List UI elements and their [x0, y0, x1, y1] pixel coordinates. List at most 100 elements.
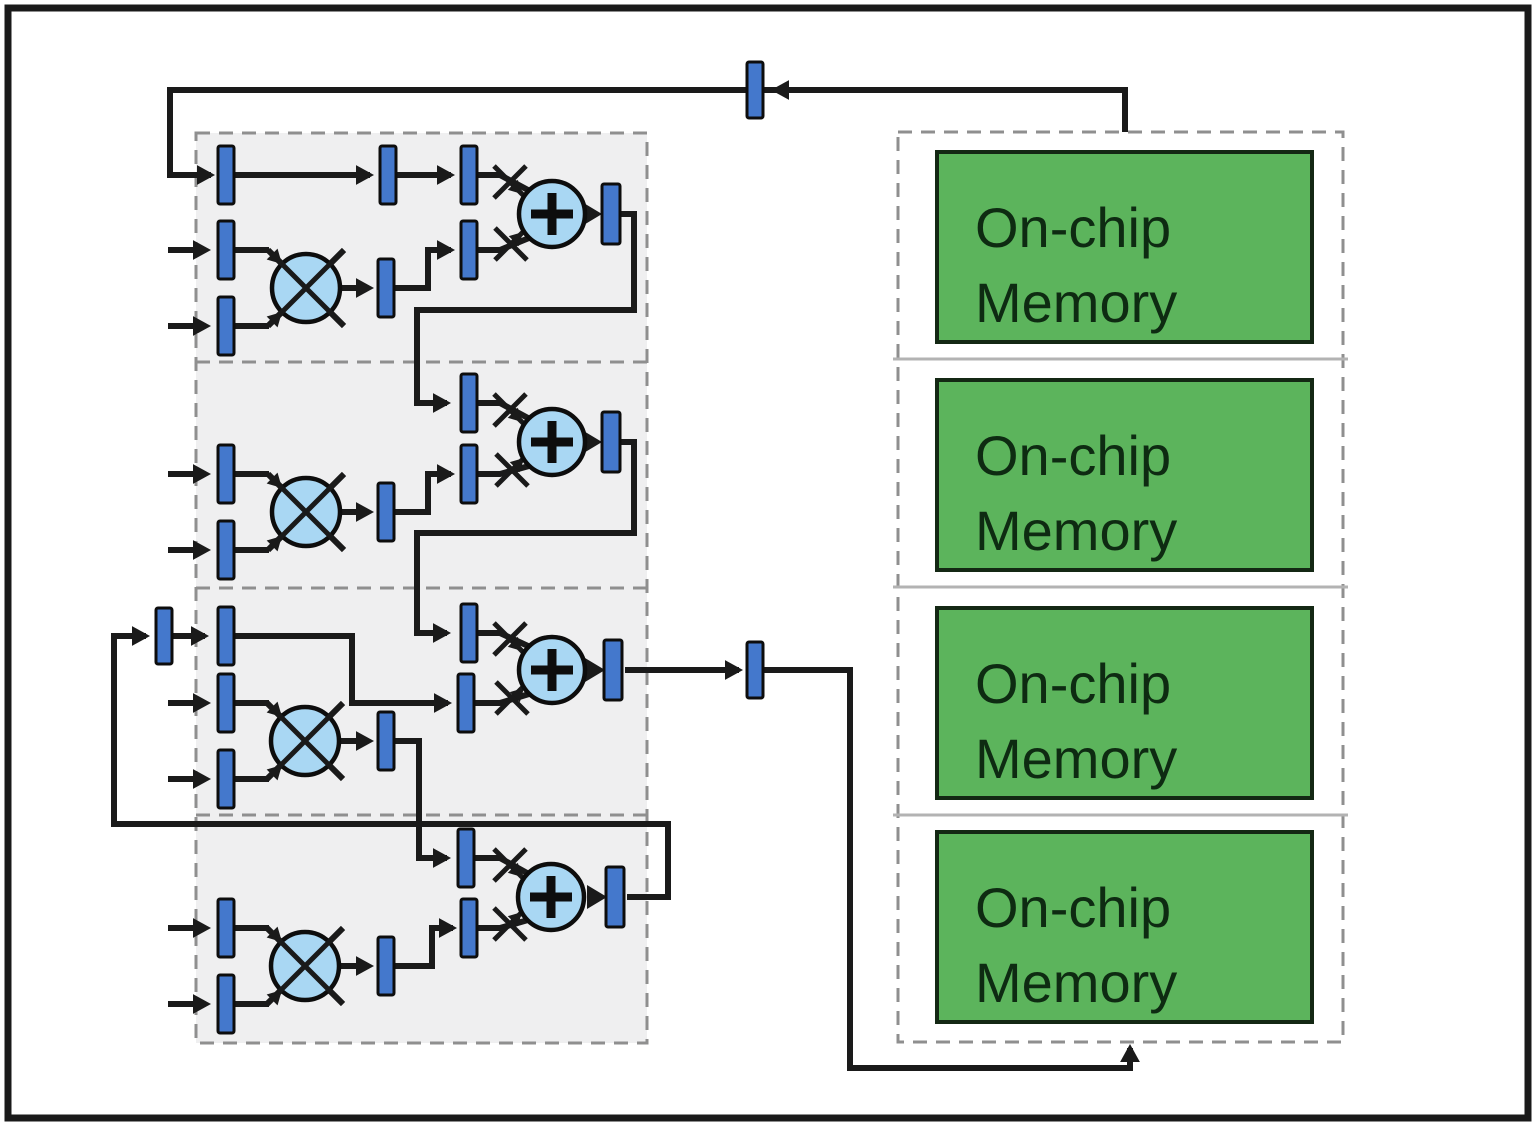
cross-junction — [492, 847, 528, 883]
memory-label-line1: On-chip — [975, 876, 1171, 939]
arrowhead-icon — [507, 407, 522, 422]
memory-box — [935, 830, 1314, 1024]
plus-vbar — [547, 193, 557, 235]
cross-junction — [266, 248, 346, 328]
wire — [414, 439, 637, 636]
loop-register — [154, 606, 174, 666]
register — [456, 672, 476, 734]
arrowhead-icon — [509, 458, 524, 473]
arrowhead-icon — [193, 994, 211, 1014]
cross-junction — [492, 392, 528, 428]
adder-output-register — [600, 182, 622, 246]
arrowhead-icon — [191, 626, 209, 646]
arrowhead-icon — [437, 240, 455, 260]
cross-junction — [266, 472, 346, 552]
register — [216, 219, 236, 281]
arrowhead-icon — [132, 626, 150, 646]
arrowhead-icon — [439, 918, 457, 938]
adder-icon — [516, 634, 588, 706]
plus-vbar — [547, 649, 557, 691]
plus-vbar — [546, 876, 556, 918]
arrowhead-icon — [193, 240, 211, 260]
register — [216, 897, 236, 959]
register — [216, 443, 236, 505]
arrowhead-icon — [507, 179, 522, 194]
arrowhead-icon — [433, 393, 451, 413]
register — [376, 481, 396, 543]
arrowhead-icon — [193, 769, 211, 789]
memory-label-line2: Memory — [975, 499, 1177, 562]
wire — [167, 87, 1128, 178]
arrowhead-icon — [193, 316, 211, 336]
register — [216, 519, 236, 581]
adder-output-arrow-icon — [587, 885, 607, 909]
arrowhead-icon — [507, 912, 522, 927]
adder-output-register — [600, 410, 622, 474]
arrowhead-icon — [193, 918, 211, 938]
cross-junction — [265, 701, 345, 781]
register — [459, 144, 479, 206]
arrowhead-icon — [725, 660, 743, 680]
arrowhead-icon — [434, 693, 452, 713]
wire — [234, 633, 448, 706]
arrowhead-icon — [356, 165, 374, 185]
register — [216, 748, 236, 810]
arrowhead-icon — [193, 693, 211, 713]
arrowhead-icon — [433, 848, 451, 868]
arrowhead-icon — [193, 540, 211, 560]
arrowhead-icon — [437, 464, 455, 484]
adder-output-arrow-icon — [582, 430, 602, 454]
arrowhead-icon — [356, 278, 374, 298]
adder-output-arrow-icon — [585, 658, 605, 682]
register — [376, 257, 396, 319]
register — [378, 144, 398, 206]
arrowhead-icon — [1120, 1044, 1140, 1062]
register — [216, 973, 236, 1035]
cross-junction — [492, 621, 528, 657]
memory-write-register — [745, 640, 765, 700]
arrowhead-icon — [433, 623, 451, 643]
feedback-register — [745, 60, 765, 120]
arrowhead-icon — [509, 688, 524, 703]
adder-output-register — [602, 638, 624, 702]
adder-icon — [516, 178, 588, 250]
register — [376, 935, 396, 997]
arrowhead-icon — [197, 165, 215, 185]
register — [459, 219, 479, 281]
memory-label-line2: Memory — [975, 271, 1177, 334]
register — [459, 897, 479, 959]
adder-output-arrow-icon — [582, 202, 602, 226]
memory-label-line1: On-chip — [975, 424, 1171, 487]
adder-output-register — [604, 865, 626, 929]
register — [216, 295, 236, 357]
memory-box — [935, 606, 1314, 800]
register — [216, 144, 236, 206]
arrowhead-icon — [356, 502, 374, 522]
wire — [414, 211, 637, 406]
wire — [111, 633, 671, 900]
arrowhead-icon — [507, 636, 522, 651]
adder-icon — [515, 861, 587, 933]
arrowhead-icon — [356, 956, 374, 976]
cross-junction — [492, 164, 528, 200]
register — [216, 605, 236, 667]
register — [459, 602, 479, 664]
arrowhead-icon — [508, 232, 523, 247]
memory-box — [935, 150, 1314, 344]
arrowhead-icon — [507, 862, 522, 877]
cross-junction — [265, 926, 345, 1006]
plus-vbar — [547, 421, 557, 463]
arrowhead-icon — [193, 464, 211, 484]
memory-label-line1: On-chip — [975, 196, 1171, 259]
memory-box — [935, 378, 1314, 572]
arrowhead-icon — [771, 80, 789, 100]
adder-icon — [516, 406, 588, 478]
register — [376, 710, 396, 772]
register — [456, 827, 476, 889]
